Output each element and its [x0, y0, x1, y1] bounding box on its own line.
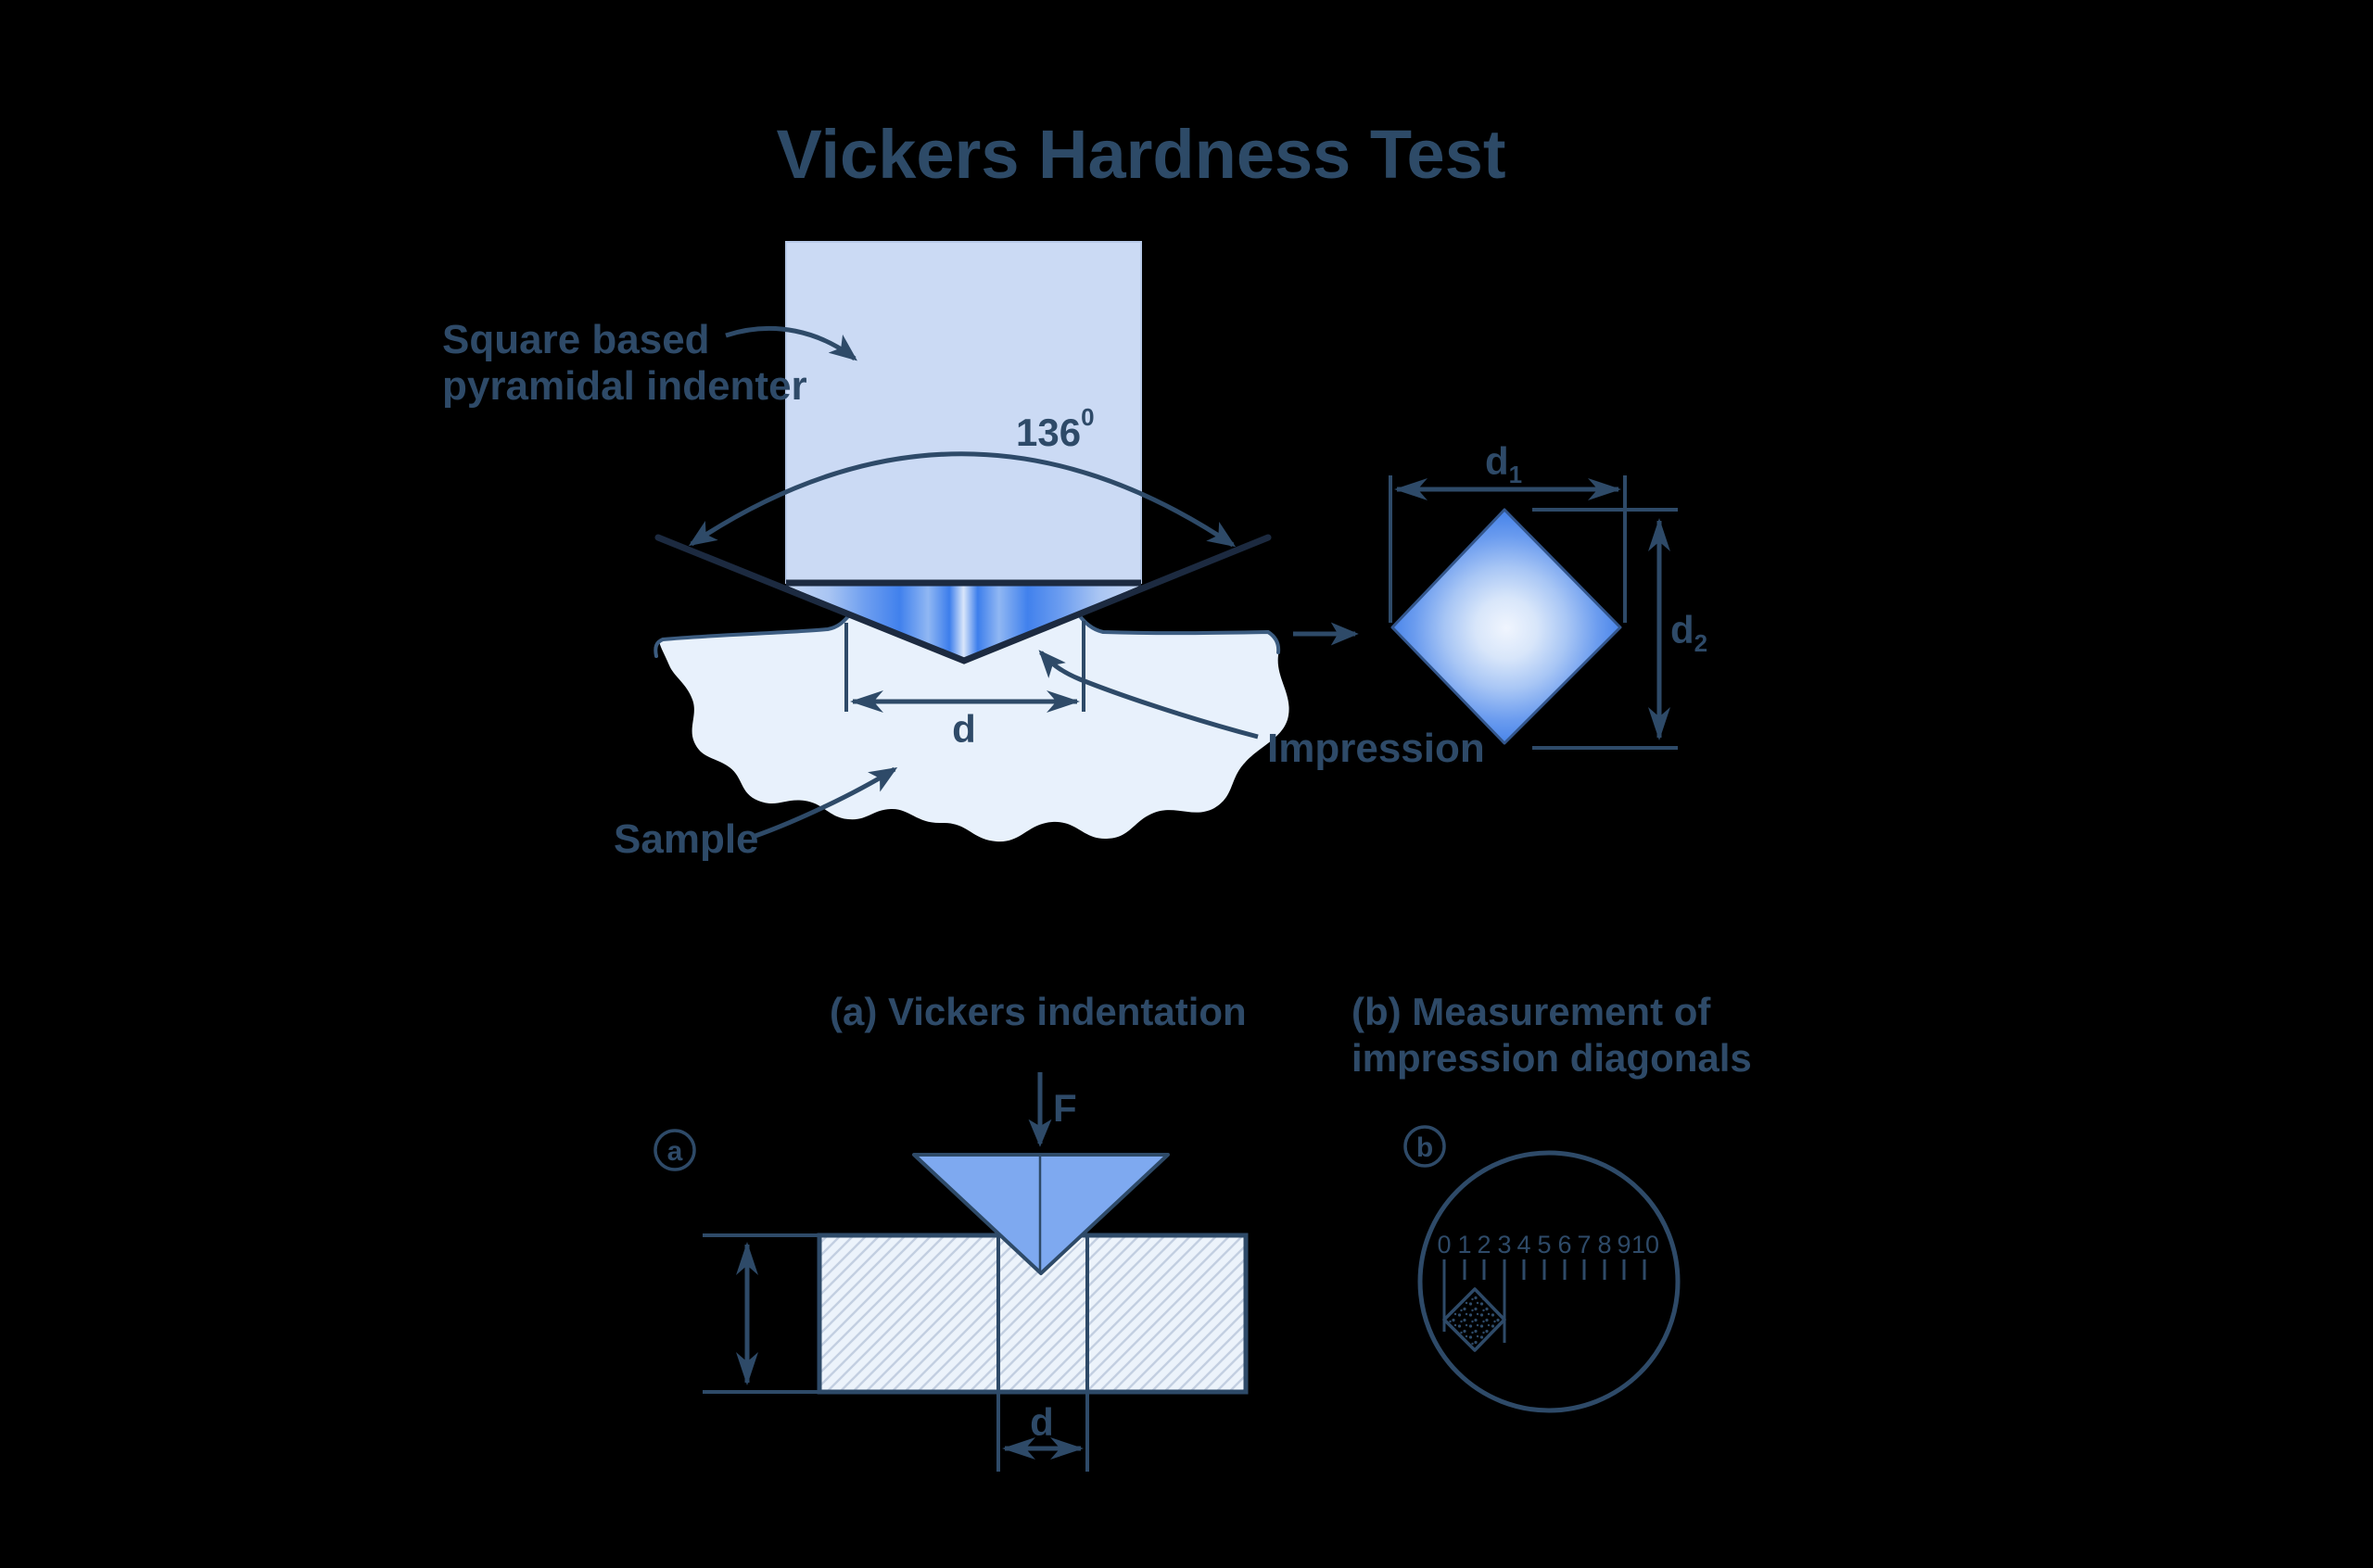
badge-a-circle	[654, 1129, 696, 1171]
caption-b-line1: (b) Measurement of	[1351, 990, 1711, 1033]
pyramid-edges	[654, 534, 1272, 664]
sample-pointer-arrow	[752, 766, 898, 840]
badge-b-circle	[1403, 1125, 1446, 1168]
d-label: d	[952, 707, 976, 751]
measured-diamond	[1442, 1287, 1506, 1352]
scale-number: 10	[1631, 1231, 1659, 1258]
microscope-circle	[1417, 1150, 1681, 1413]
scale-number: 1	[1457, 1231, 1471, 1258]
scale-number: 8	[1597, 1231, 1611, 1258]
sample-label: Sample	[614, 816, 759, 862]
caption-b-line2: impression diagonals	[1351, 1036, 1752, 1080]
indenter-label-line1: Square based	[442, 317, 710, 362]
scale-number: 2	[1477, 1231, 1491, 1258]
indenter-pointer-arrow	[725, 325, 857, 361]
impression-diamond	[1390, 508, 1622, 745]
scale-number: 3	[1497, 1231, 1511, 1258]
impression-label: Impression	[1267, 726, 1485, 771]
scale-number: 5	[1537, 1231, 1551, 1258]
badge-b-label: b	[1416, 1132, 1433, 1163]
scale-ticks	[1463, 1259, 1646, 1280]
scale-number: 0	[1437, 1231, 1451, 1258]
scale-number: 4	[1516, 1231, 1530, 1258]
indenter-label-line2: pyramidal indenter	[442, 363, 807, 409]
scale-number: 9	[1617, 1231, 1631, 1258]
scale-numbers: 0 1 2 3 4 5 6 7 8 9 10	[1437, 1231, 1659, 1258]
d1-label: d1	[1485, 439, 1522, 488]
sample-top-edge	[654, 613, 1281, 658]
scale-number: 6	[1557, 1231, 1571, 1258]
sample-shape	[659, 615, 1289, 842]
scale-number: 7	[1577, 1231, 1591, 1258]
d2-label: d2	[1670, 608, 1707, 657]
badge-a-label: a	[667, 1136, 683, 1167]
pyramid-tip	[787, 586, 1140, 660]
impression-pointer-arrow	[1038, 650, 1259, 740]
caption-a: (a) Vickers indentation	[830, 990, 1247, 1033]
force-label: F	[1053, 1086, 1077, 1130]
d-a-label: d	[1030, 1400, 1054, 1444]
angle-label: 1360	[1016, 403, 1095, 454]
page-title: Vickers Hardness Test	[776, 116, 1505, 193]
angle-arc	[688, 451, 1237, 548]
